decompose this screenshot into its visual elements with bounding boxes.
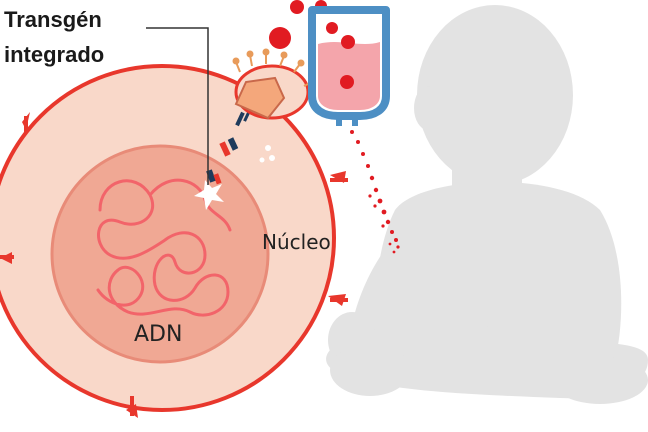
transgene-label-line2: integrado	[4, 42, 104, 67]
viral-vector-icon	[232, 48, 317, 120]
nucleus	[50, 144, 270, 364]
nucleus-label: Núcleo	[262, 230, 331, 254]
transgene-label-line1: Transgén	[4, 7, 102, 32]
blood-drip-dots	[350, 130, 400, 254]
iv-blood-bag-icon	[308, 6, 390, 126]
integration-spark-icon	[194, 180, 224, 210]
membrane-receptors	[0, 112, 348, 418]
transgene-leader-line	[146, 27, 209, 185]
dna-label: ADN	[134, 322, 182, 347]
baby-silhouette	[326, 5, 648, 404]
